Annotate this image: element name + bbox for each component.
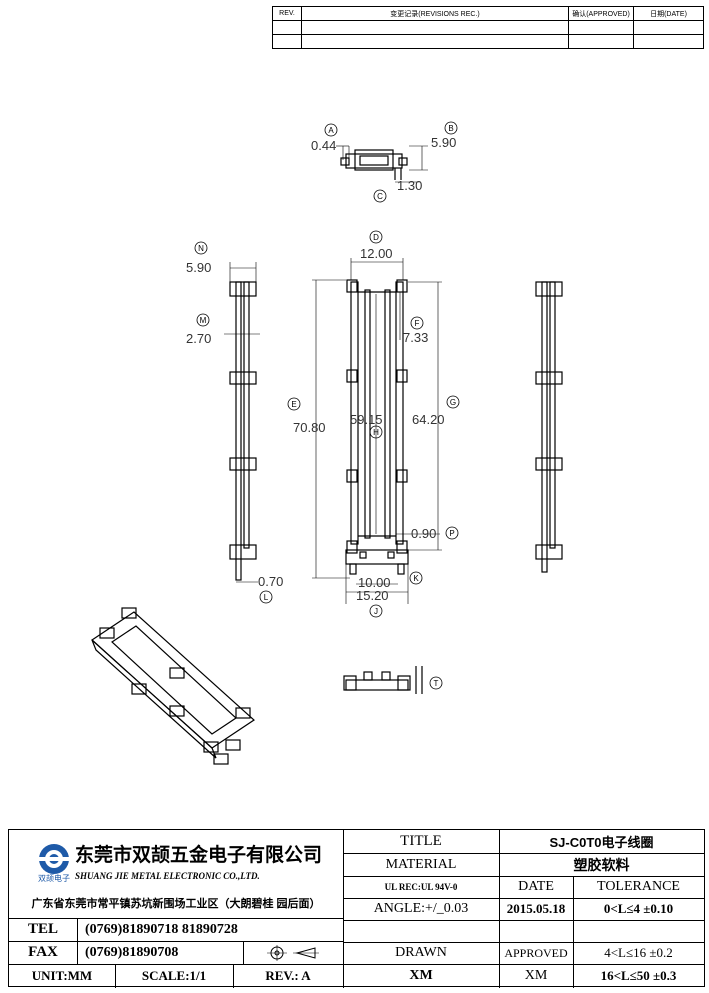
angle-label: ANGLE:+/_0.03 xyxy=(373,901,469,916)
tolerance-1: 0<L≤4 ±0.10 xyxy=(603,901,674,916)
dim-l: 0.70 xyxy=(258,574,283,589)
company-address: 广东省东莞市常平镇苏坑新围场工业区（大朗碧桂 园后面） xyxy=(31,898,321,910)
dim-n: 5.90 xyxy=(186,260,211,275)
title-label: TITLE xyxy=(400,833,442,849)
tag-a: A xyxy=(328,126,334,135)
projection-symbol xyxy=(243,941,343,964)
tag-p: P xyxy=(449,529,454,538)
company-name-en: SHUANG JIE METAL ELECTRONIC CO.,LTD. xyxy=(75,871,260,881)
tag-d: D xyxy=(373,233,379,242)
tag-c: C xyxy=(377,192,383,201)
left-side-view xyxy=(229,281,257,581)
tag-g: G xyxy=(450,398,456,407)
dim-d: 12.00 xyxy=(360,246,393,261)
drawn-value: XM xyxy=(409,968,433,983)
tag-k: K xyxy=(413,574,419,583)
unit-label: UNIT:MM xyxy=(31,968,93,983)
dim-f: 7.33 xyxy=(403,330,428,345)
technical-drawing: A B C D E F G H P K J N M L T 0.44 5.90 … xyxy=(91,121,563,765)
dim-g: 64.20 xyxy=(412,412,445,427)
tolerance-3: 16<L≤50 ±0.3 xyxy=(600,968,677,983)
scale-label: SCALE:1/1 xyxy=(141,968,207,983)
approved-value: XM xyxy=(524,968,548,983)
date-label: DATE xyxy=(518,879,554,894)
dim-c: 1.30 xyxy=(397,178,422,193)
logo-text: 双颉电子 xyxy=(38,873,70,883)
drawn-label: DRAWN xyxy=(395,945,447,960)
fax-label: FAX xyxy=(28,944,58,960)
material-label: MATERIAL xyxy=(385,856,457,872)
isometric-view xyxy=(91,607,255,765)
tolerance-2: 4<L≤16 ±0.2 xyxy=(604,945,673,960)
date-value: 2015.05.18 xyxy=(506,901,566,916)
dim-j: 15.20 xyxy=(356,588,389,603)
company-name-cn: 东莞市双颉五金电子有限公司 xyxy=(75,844,323,866)
approved-label: APPROVED xyxy=(504,945,568,960)
dim-p: 0.90 xyxy=(411,526,436,541)
tag-n: N xyxy=(198,244,204,253)
dim-a: 0.44 xyxy=(311,138,336,153)
tag-f: F xyxy=(415,319,420,328)
title-value: SJ-C0T0电子线圈 xyxy=(549,835,654,850)
tel-value: (0769)81890718 81890728 xyxy=(85,921,238,937)
tag-circles xyxy=(194,121,460,690)
material-value: 塑胶软料 xyxy=(573,856,630,873)
tag-t: T xyxy=(434,679,439,688)
ul-rec: UL REC:UL 94V-0 xyxy=(384,882,458,892)
rev-label: REV.: A xyxy=(265,968,311,983)
front-view xyxy=(345,279,409,575)
tolerance-label: TOLERANCE xyxy=(597,879,680,894)
right-side-view xyxy=(535,281,563,573)
dimension-lines xyxy=(224,145,442,604)
fax-value: (0769)81890708 xyxy=(85,944,179,960)
title-block: 双颉电子 东莞市双颉五金电子有限公司 SHUANG JIE METAL ELEC… xyxy=(8,829,705,988)
tag-e: E xyxy=(291,400,296,409)
tag-m: M xyxy=(200,316,207,325)
dim-h: 59.15 xyxy=(350,412,383,427)
dim-m: 2.70 xyxy=(186,331,211,346)
top-view xyxy=(340,149,408,180)
bottom-view xyxy=(343,666,423,694)
dim-b: 5.90 xyxy=(431,135,456,150)
tel-label: TEL xyxy=(27,921,58,937)
dim-e: 70.80 xyxy=(293,420,326,435)
dim-k: 10.00 xyxy=(358,575,391,590)
tag-j: J xyxy=(374,607,378,616)
company-logo: 双颉电子 xyxy=(31,838,77,884)
tag-b: B xyxy=(448,124,453,133)
tag-l: L xyxy=(264,593,269,602)
tag-h: H xyxy=(373,428,379,437)
revision-table: REV. 变更记录(REVISIONS REC.) 确认(APPROVED) 日… xyxy=(272,6,704,49)
